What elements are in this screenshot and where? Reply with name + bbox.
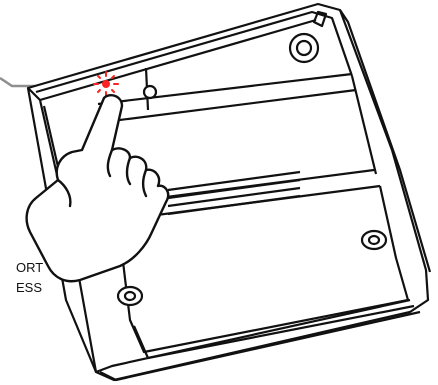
screw-top-right-icon	[290, 34, 318, 62]
status-led-icon	[94, 72, 118, 96]
screw-lower-right-icon	[362, 231, 386, 249]
callout-text-line2: ESS	[16, 280, 42, 295]
screw-lower-left-icon	[118, 287, 142, 305]
callout-text-line1: ORT	[16, 260, 43, 275]
